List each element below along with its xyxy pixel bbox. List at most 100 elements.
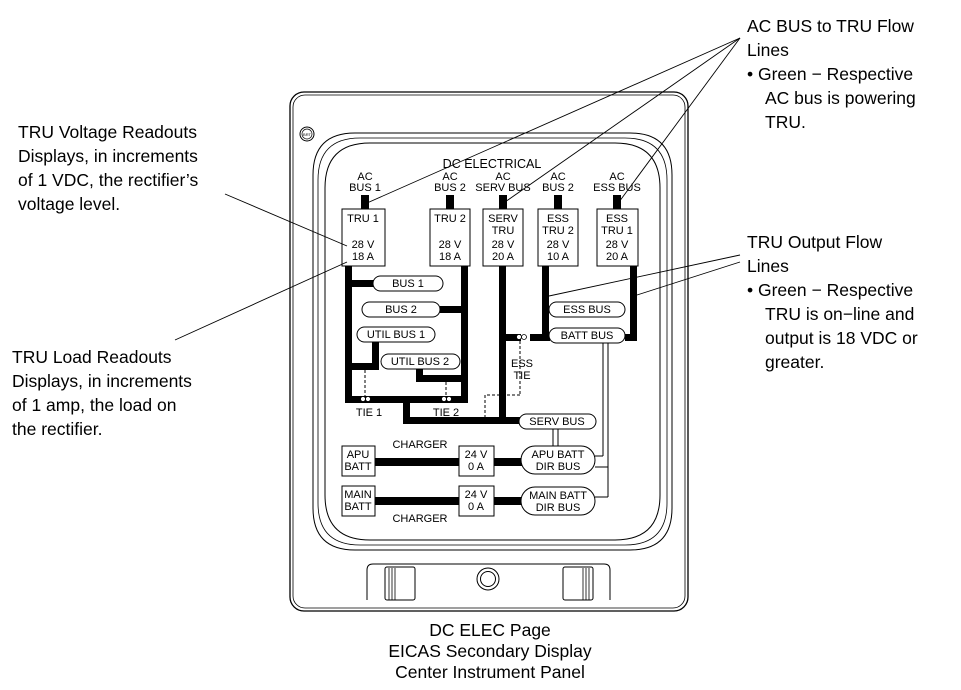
bus-label: BUS 1 (392, 278, 424, 290)
tru-output-flow-line (372, 334, 379, 370)
bus-label: APU BATT (532, 449, 585, 461)
annotation-text: Displays, in increments (12, 371, 192, 391)
brightness-knob[interactable]: BRT (299, 126, 315, 142)
left-bezel-button[interactable] (384, 566, 416, 601)
bus-label: BATT BUS (561, 330, 614, 342)
battery-flow-line (375, 497, 459, 505)
tie-dashed-lines (364, 341, 521, 417)
tru-output-flow-line (530, 334, 550, 341)
charger-voltage: 24 V (465, 449, 488, 461)
charger-label: CHARGER (392, 513, 447, 525)
display-screen-mid (317, 137, 668, 546)
bezel-bottom-controls (366, 563, 611, 601)
leader-line (504, 37, 741, 203)
right-bezel-button[interactable] (562, 566, 594, 601)
leader-line (636, 261, 741, 296)
annotation-text: TRU. (765, 112, 806, 132)
leader-line (548, 254, 741, 297)
ac-flow-annotation: AC BUS to TRU Flow Lines • Green − Respe… (747, 14, 916, 134)
tru-name: TRU 1 (601, 225, 633, 237)
battery-flow-line (494, 458, 522, 466)
annotation-title: TRU Load Readouts (12, 347, 172, 367)
bus-2-pill (361, 301, 441, 318)
charger-load: 0 A (468, 461, 485, 473)
battery-label: APU (347, 449, 370, 461)
ess-tru-2-box: ESS TRU 2 28 V 10 A (537, 208, 579, 267)
ac-flow-line (499, 195, 507, 209)
tie-label: TIE (513, 370, 530, 382)
tru-voltage: 28 V (547, 239, 570, 251)
tru-name: TRU 2 (434, 213, 466, 225)
thin-bus-lines (552, 343, 609, 498)
tru-name: TRU (492, 225, 515, 237)
bus-label: UTIL BUS 1 (367, 329, 425, 341)
ac-source-label: AC (442, 171, 457, 183)
tru-load: 18 A (352, 251, 375, 263)
tru-name: ESS (547, 213, 569, 225)
ess-bus-pill (548, 301, 626, 318)
annotation-title: Lines (747, 40, 789, 60)
ac-source-label: AC (609, 171, 624, 183)
tru-output-flow-line (416, 375, 468, 382)
leader-line (366, 37, 741, 204)
leader-lines (174, 37, 741, 341)
tie-label: TIE 1 (356, 407, 382, 419)
battery-label: MAIN (344, 489, 372, 501)
tru-output-flow-line (499, 266, 506, 424)
chargers: CHARGER CHARGER 24 V 0 A 24 V 0 A (392, 439, 495, 525)
flow-lines (345, 195, 637, 505)
tru-load: 20 A (606, 251, 629, 263)
display-bezel-inner (292, 94, 686, 609)
ac-source-label: ESS BUS (593, 182, 641, 194)
bus-labels: BUS 1 BUS 2 UTIL BUS 1 UTIL BUS 2 ESS BU… (367, 278, 614, 514)
tie-label: TIE 2 (433, 407, 459, 419)
tie-label: ESS (511, 358, 533, 370)
apu-charger-box: 24 V 0 A (458, 445, 495, 477)
annotation-title: AC BUS to TRU Flow (747, 16, 914, 36)
bus-label: BUS 2 (385, 304, 417, 316)
ess-tie-breaker (516, 334, 522, 340)
display-bezel (289, 91, 689, 612)
bus-label: DIR BUS (536, 502, 581, 514)
load-readout-annotation: TRU Load Readouts Displays, in increment… (12, 345, 192, 441)
ac-flow-line (361, 195, 369, 209)
batteries: APU BATT MAIN BATT (341, 445, 376, 517)
tru-output-flow-line (461, 266, 468, 401)
ac-source-label: BUS 1 (349, 182, 381, 194)
annotation-title: TRU Output Flow (747, 232, 883, 252)
tru-output-flow-line (416, 368, 423, 378)
charger-label: CHARGER (392, 439, 447, 451)
tru-name: TRU 2 (542, 225, 574, 237)
main-batt-dir-bus-pill (520, 486, 596, 516)
tru-1-box: TRU 1 28 V 18 A (341, 208, 386, 267)
tie-bus-line (403, 396, 410, 424)
ac-flow-line (554, 195, 562, 209)
ac-source-label: AC (357, 171, 372, 183)
tru-boxes: TRU 1 28 V 18 A TRU 2 28 V 18 A SERV TRU… (341, 208, 639, 267)
annotation-text: of 1 VDC, the rectifier’s (18, 170, 199, 190)
battery-label: BATT (344, 461, 372, 473)
charger-voltage: 24 V (465, 489, 488, 501)
tru-output-flow-line (630, 266, 637, 341)
tru-voltage: 28 V (492, 239, 515, 251)
leader-line (224, 193, 348, 247)
tru-voltage: 28 V (352, 239, 375, 251)
main-battery-box: MAIN BATT (341, 485, 376, 517)
tru-name: ESS (606, 213, 628, 225)
annotation-text: of 1 amp, the load on (12, 395, 177, 415)
annotation-text: TRU is on−line and (765, 304, 915, 324)
tru-output-annotation: TRU Output Flow Lines • Green − Respecti… (747, 230, 918, 374)
ess-tru-1-box: ESS TRU 1 28 V 20 A (596, 208, 639, 267)
tru-output-flow-line (499, 334, 521, 341)
tru-load: 10 A (547, 251, 570, 263)
tie1-breaker (360, 396, 366, 402)
ac-source-label: BUS 2 (542, 182, 574, 194)
tie2-breaker (441, 396, 447, 402)
bus-1-pill (372, 275, 444, 292)
serv-tru-box: SERV TRU 28 V 20 A (482, 208, 524, 267)
tru-output-flow-line (625, 334, 637, 341)
display-screen (324, 142, 661, 541)
voltage-readout-annotation: TRU Voltage Readouts Displays, in increm… (18, 120, 198, 216)
ac-source-labels: AC BUS 1 AC BUS 2 AC SERV BUS AC BUS 2 A… (349, 171, 641, 194)
battery-label: BATT (344, 501, 372, 513)
